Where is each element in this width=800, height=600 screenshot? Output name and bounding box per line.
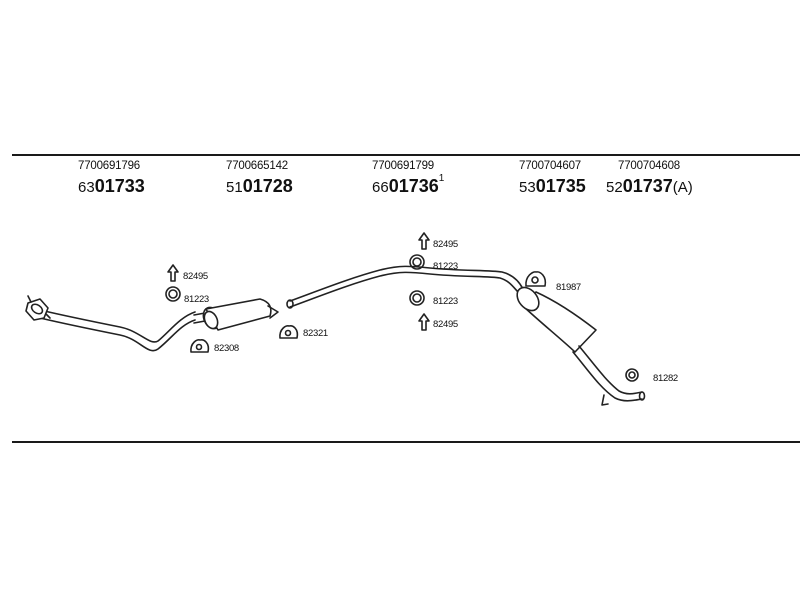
front-clamp-icon: [190, 339, 210, 353]
mid-clamp-hole: [284, 329, 292, 337]
rear-silencer: [516, 286, 646, 406]
label-lower-ring: 81223: [433, 296, 458, 307]
part-code-5-number: 01737: [622, 176, 673, 196]
label-upper-ring: 81223: [433, 261, 458, 272]
top-rule: [12, 154, 800, 156]
upper-ring-inner: [412, 257, 422, 267]
part-code-2-number: 01728: [242, 176, 293, 196]
part-code-5-prefix: 52: [606, 179, 623, 196]
part-code-1: 6301733: [78, 176, 145, 197]
part-number-3: 7700691799: [372, 160, 434, 172]
part-number-2: 7700665142: [226, 160, 288, 172]
part-number-4: 7700704607: [519, 160, 581, 172]
front-arrow-icon: [167, 264, 179, 282]
part-code-1-number: 01733: [94, 176, 145, 196]
rear-mount-icon: [625, 368, 639, 382]
part-code-3-superscript: 1: [438, 173, 445, 184]
front-pipe: [25, 295, 196, 352]
label-upper-arrow: 82495: [433, 239, 458, 250]
rear-mount-inner: [628, 371, 636, 379]
part-code-4-prefix: 53: [519, 179, 536, 196]
lower-arrow-icon: [418, 313, 430, 331]
part-number-1: 7700691796: [78, 160, 140, 172]
part-code-1-prefix: 63: [78, 179, 95, 196]
label-rear-clamp: 81987: [556, 282, 581, 293]
front-clamp-hole: [195, 343, 203, 351]
part-code-3-number: 01736: [388, 176, 439, 196]
part-code-5: 5201737(A): [606, 176, 693, 197]
label-front-ring: 81223: [184, 294, 209, 305]
part-code-4-number: 01735: [535, 176, 586, 196]
part-code-3: 66017361: [372, 173, 445, 197]
front-ring-icon: [165, 286, 181, 302]
rear-clamp-hole: [531, 276, 539, 284]
lower-ring-inner: [412, 293, 422, 303]
bottom-rule: [12, 441, 800, 443]
front-ring-inner: [168, 289, 178, 299]
lower-ring-icon: [409, 290, 425, 306]
part-code-5-suffix: (A): [672, 179, 693, 196]
upper-arrow-icon: [418, 232, 430, 250]
label-front-arrow: 82495: [183, 271, 208, 282]
label-lower-arrow: 82495: [433, 319, 458, 330]
part-code-2: 5101728: [226, 176, 293, 197]
middle-pipe: [286, 265, 524, 309]
part-number-5: 7700704608: [618, 160, 680, 172]
label-rear-mount: 81282: [653, 373, 678, 384]
part-code-2-prefix: 51: [226, 179, 243, 196]
rear-clamp-icon: [525, 271, 547, 287]
label-mid-clamp: 82321: [303, 328, 328, 339]
center-silencer: [193, 298, 279, 331]
label-front-clamp: 82308: [214, 343, 239, 354]
upper-ring-icon: [409, 254, 425, 270]
part-code-4: 5301735: [519, 176, 586, 197]
mid-clamp-icon: [279, 325, 299, 339]
part-code-3-prefix: 66: [372, 179, 389, 196]
